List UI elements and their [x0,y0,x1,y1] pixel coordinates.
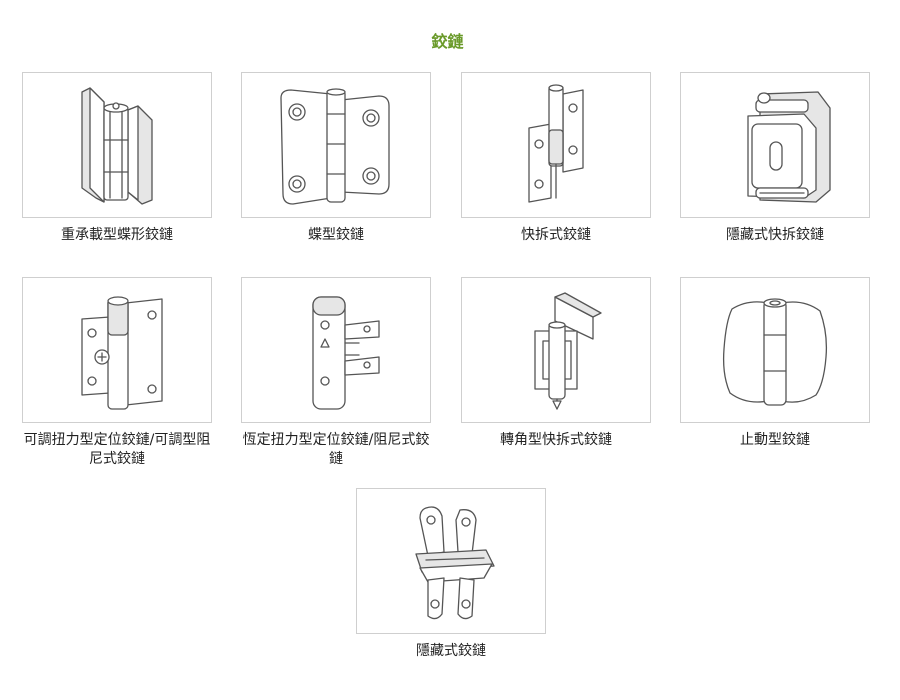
product-name[interactable]: 快拆式鉸鏈 [521,227,591,243]
product-card-constant-torque-hinge[interactable]: 恆定扭力型定位鉸鏈/阻尼式鉸鏈 [241,277,431,469]
product-card-corner-lift-off-hinge[interactable]: 轉角型快拆式鉸鏈 [461,277,651,450]
product-thumbnail[interactable] [356,488,546,634]
product-name[interactable]: 隱藏式快拆鉸鏈 [726,227,824,243]
corner-lift-off-hinge-icon [534,292,602,410]
constant-torque-hinge-icon [312,296,380,410]
product-thumbnail[interactable] [22,72,212,218]
product-thumbnail[interactable] [680,277,870,423]
product-name[interactable]: 恆定扭力型定位鉸鏈/阻尼式鉸鏈 [242,432,430,467]
product-card-concealed-lift-off-hinge[interactable]: 隱藏式快拆鉸鏈 [680,72,870,245]
product-name[interactable]: 可調扭力型定位鉸鏈/可調型阻尼式鉸鏈 [23,432,211,467]
product-name[interactable]: 隱藏式鉸鏈 [416,643,486,659]
product-card-butterfly-hinge[interactable]: 蝶型鉸鏈 [241,72,431,245]
product-thumbnail[interactable] [461,72,651,218]
lift-off-hinge-icon [528,84,584,203]
product-name[interactable]: 轉角型快拆式鉸鏈 [500,432,612,448]
product-name[interactable]: 蝶型鉸鏈 [308,227,364,243]
product-card-lift-off-hinge[interactable]: 快拆式鉸鏈 [461,72,651,245]
concealed-lift-off-hinge-icon [747,91,831,203]
product-thumbnail[interactable] [241,72,431,218]
product-card-concealed-hinge[interactable]: 隱藏式鉸鏈 [356,488,546,661]
product-name[interactable]: 重承載型蝶形鉸鏈 [61,227,173,243]
detent-hinge-icon [722,298,828,406]
concealed-hinge-icon [415,506,495,620]
heavy-duty-butterfly-hinge-icon [81,87,153,205]
product-card-adjustable-torque-hinge[interactable]: 可調扭力型定位鉸鏈/可調型阻尼式鉸鏈 [22,277,212,469]
product-card-detent-hinge[interactable]: 止動型鉸鏈 [680,277,870,450]
product-name[interactable]: 止動型鉸鏈 [740,432,810,448]
butterfly-hinge-icon [280,88,390,205]
product-thumbnail[interactable] [461,277,651,423]
product-thumbnail[interactable] [22,277,212,423]
product-thumbnail[interactable] [241,277,431,423]
page-title: 鉸鏈 [431,32,464,51]
adjustable-torque-hinge-icon [81,296,163,410]
product-card-heavy-duty-butterfly-hinge[interactable]: 重承載型蝶形鉸鏈 [22,72,212,245]
product-thumbnail[interactable] [680,72,870,218]
